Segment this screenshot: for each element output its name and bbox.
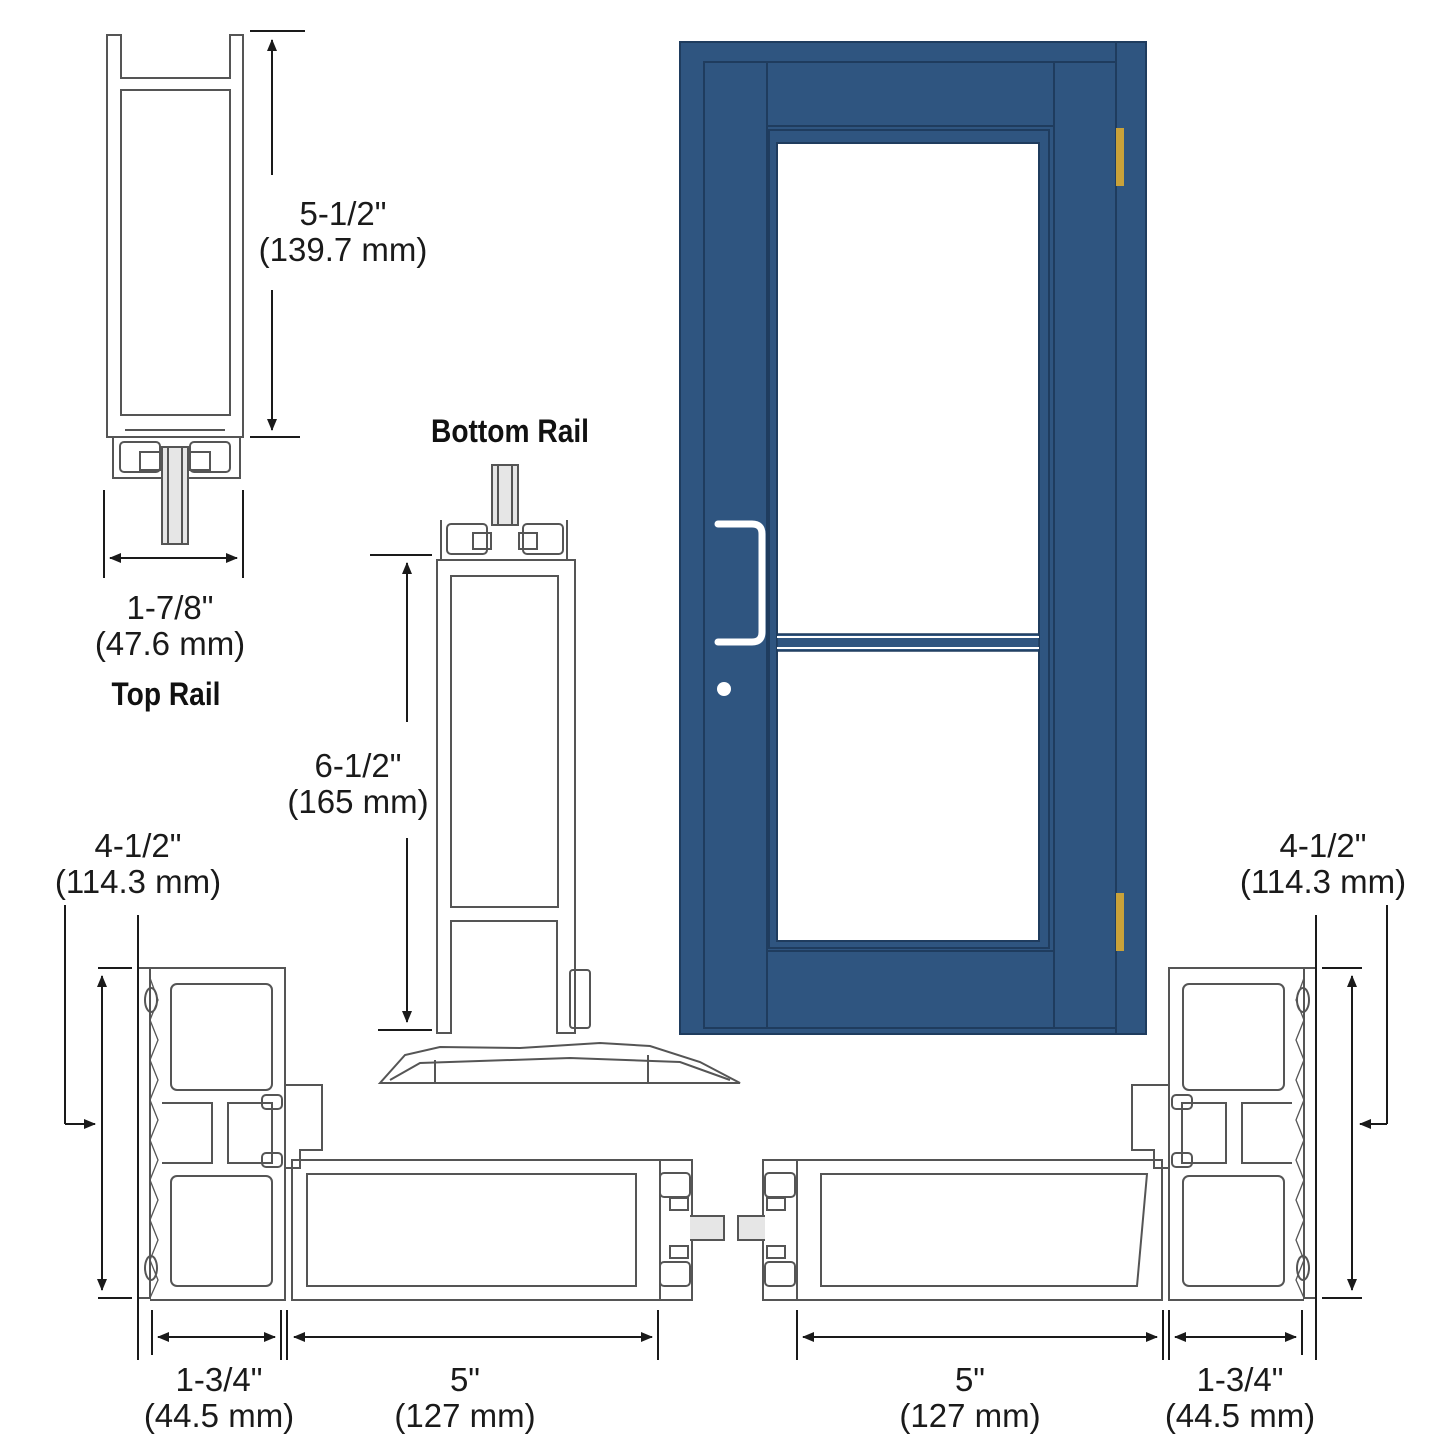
right-jamb-dimension-lines: [796, 905, 1388, 1360]
dim-inches: 4-1/2": [94, 827, 182, 864]
dim-millimeters: (127 mm): [899, 1397, 1041, 1434]
dim-inches: 5-1/2": [299, 195, 387, 232]
dim-millimeters: (139.7 mm): [258, 231, 428, 268]
door-lock-cylinder: [717, 682, 731, 696]
door-hinge-bottom: [1116, 893, 1124, 951]
top-rail-dimension-lines: [103, 30, 305, 578]
door-elevation: [679, 41, 1147, 1035]
label-bottom-rail: Bottom Rail: [430, 413, 590, 449]
dim-inches: 1-7/8": [126, 589, 214, 626]
dim-millimeters: (44.5 mm): [1164, 1397, 1316, 1434]
top-rail-profile: [106, 34, 244, 545]
door-pull-handle: [714, 520, 766, 646]
dim-inches: 6-1/2": [314, 747, 402, 784]
label-top-rail: Top Rail: [111, 676, 221, 712]
push-bar: [776, 633, 1040, 652]
dim-millimeters: (114.3 mm): [54, 863, 222, 900]
dim-millimeters: (127 mm): [394, 1397, 536, 1434]
bottom-rail-profile: [377, 464, 741, 1084]
door-glass: [776, 142, 1040, 942]
dim-inches: 1-3/4": [175, 1361, 263, 1398]
dim-top-rail-height: 5-1/2" (139.7 mm): [259, 196, 428, 268]
dim-inches: 4-1/2": [1279, 827, 1367, 864]
door-hinge-top: [1116, 128, 1124, 186]
dim-bottom-rail-height: 6-1/2" (165 mm): [287, 748, 428, 820]
dim-right-stile-width: 5" (127 mm): [899, 1362, 1040, 1434]
left-jamb-dimension-lines: [64, 905, 659, 1360]
dim-left-stile-width: 5" (127 mm): [394, 1362, 535, 1434]
dim-millimeters: (165 mm): [287, 783, 429, 820]
dim-inches: 5": [449, 1361, 481, 1398]
dim-millimeters: (44.5 mm): [143, 1397, 295, 1434]
bottom-rail-dimension-lines: [370, 554, 432, 1031]
dim-inches: 5": [954, 1361, 986, 1398]
dim-top-rail-depth: 1-7/8" (47.6 mm): [95, 590, 245, 662]
left-jamb-profile: [137, 967, 725, 1301]
dim-right-frame-depth: 1-3/4" (44.5 mm): [1165, 1362, 1315, 1434]
dim-millimeters: (47.6 mm): [94, 625, 246, 662]
glass-stop-molding: [768, 129, 1050, 949]
dim-millimeters: (114.3 mm): [1239, 863, 1407, 900]
dim-inches: 1-3/4": [1196, 1361, 1284, 1398]
dim-left-stile-frame: 4-1/2" (114.3 mm): [55, 828, 221, 900]
dim-right-stile-frame: 4-1/2" (114.3 mm): [1240, 828, 1406, 900]
dim-left-frame-depth: 1-3/4" (44.5 mm): [144, 1362, 294, 1434]
